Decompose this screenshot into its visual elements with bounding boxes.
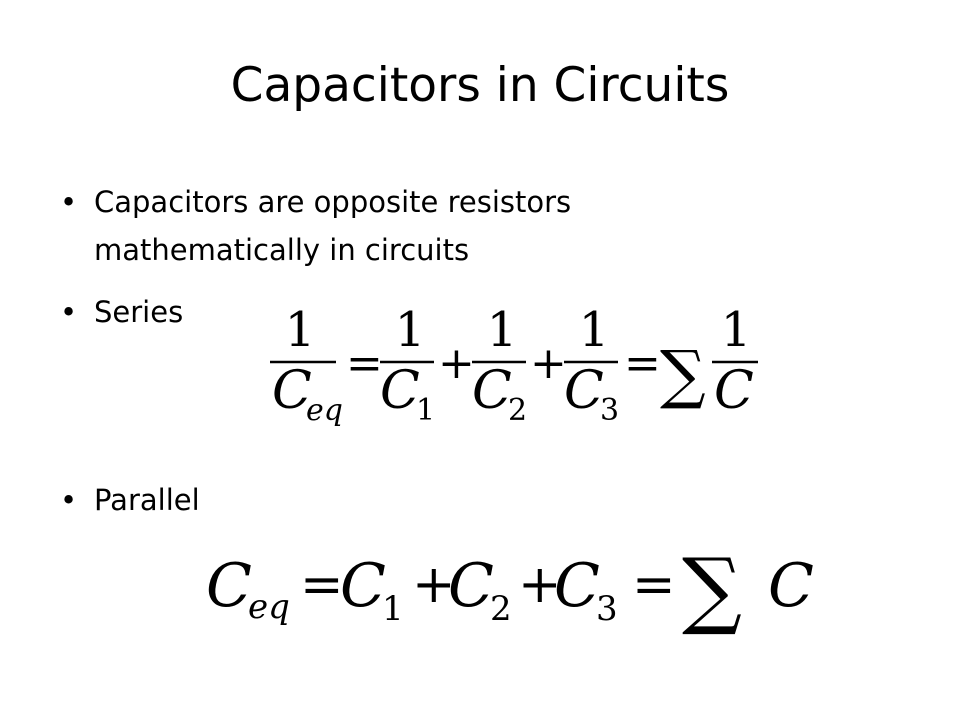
numerator-one: 1	[395, 302, 426, 358]
subscript-eq: eq	[248, 587, 290, 627]
bullet-parallel: • Parallel	[60, 476, 200, 524]
subscript-3: 3	[600, 393, 619, 428]
series-equation-svg: 1 C eq = 1 C 1 + 1 C 2 + 1 C 3 = ∑	[270, 302, 758, 428]
bullet-dot: •	[60, 483, 78, 517]
numerator-one: 1	[721, 302, 752, 358]
c-symbol: C	[768, 551, 814, 621]
bullet-text: Capacitors are opposite resistors mathem…	[94, 185, 572, 267]
equals-sign: =	[300, 555, 344, 615]
summation-sign: ∑	[682, 540, 742, 638]
equals-sign: =	[346, 338, 383, 389]
denominator-c: C	[272, 361, 312, 421]
bullet-capacitors-opposite: • Capacitors are opposite resistors math…	[60, 178, 714, 274]
parallel-equation-svg: C eq = C 1 + C 2 + C 3 = ∑ C	[206, 540, 814, 638]
numerator-one: 1	[579, 302, 610, 358]
subscript-1: 1	[416, 393, 435, 428]
plus-sign: +	[438, 338, 475, 389]
denominator-c: C	[472, 361, 512, 421]
parallel-equation: C eq = C 1 + C 2 + C 3 = ∑ C	[200, 538, 820, 638]
denominator-c: C	[714, 361, 754, 421]
plus-sign: +	[530, 338, 567, 389]
bullet-text: Series	[94, 295, 184, 329]
bullet-dot: •	[60, 185, 78, 219]
series-equation: 1 C eq = 1 C 1 + 1 C 2 + 1 C 3 = ∑	[266, 300, 766, 430]
subscript-1: 1	[382, 589, 404, 629]
subscript-2: 2	[490, 589, 512, 629]
numerator-one: 1	[285, 302, 316, 358]
c1-symbol: C	[340, 551, 386, 621]
c3-symbol: C	[554, 551, 600, 621]
equals-sign: =	[624, 338, 661, 389]
bullet-series: • Series	[60, 288, 184, 336]
slide-title: Capacitors in Circuits	[230, 58, 730, 113]
subscript-3: 3	[596, 589, 618, 629]
subscript-eq: eq	[306, 393, 343, 428]
numerator-one: 1	[487, 302, 518, 358]
c2-symbol: C	[448, 551, 494, 621]
bullet-text: Parallel	[94, 483, 200, 517]
denominator-c: C	[564, 361, 604, 421]
denominator-c: C	[380, 361, 420, 421]
plus-sign: +	[412, 555, 456, 615]
bullet-dot: •	[60, 295, 78, 329]
equals-sign: =	[632, 555, 676, 615]
summation-sign: ∑	[660, 338, 706, 412]
c-eq-symbol: C	[206, 551, 252, 621]
plus-sign: +	[518, 555, 562, 615]
subscript-2: 2	[508, 393, 527, 428]
